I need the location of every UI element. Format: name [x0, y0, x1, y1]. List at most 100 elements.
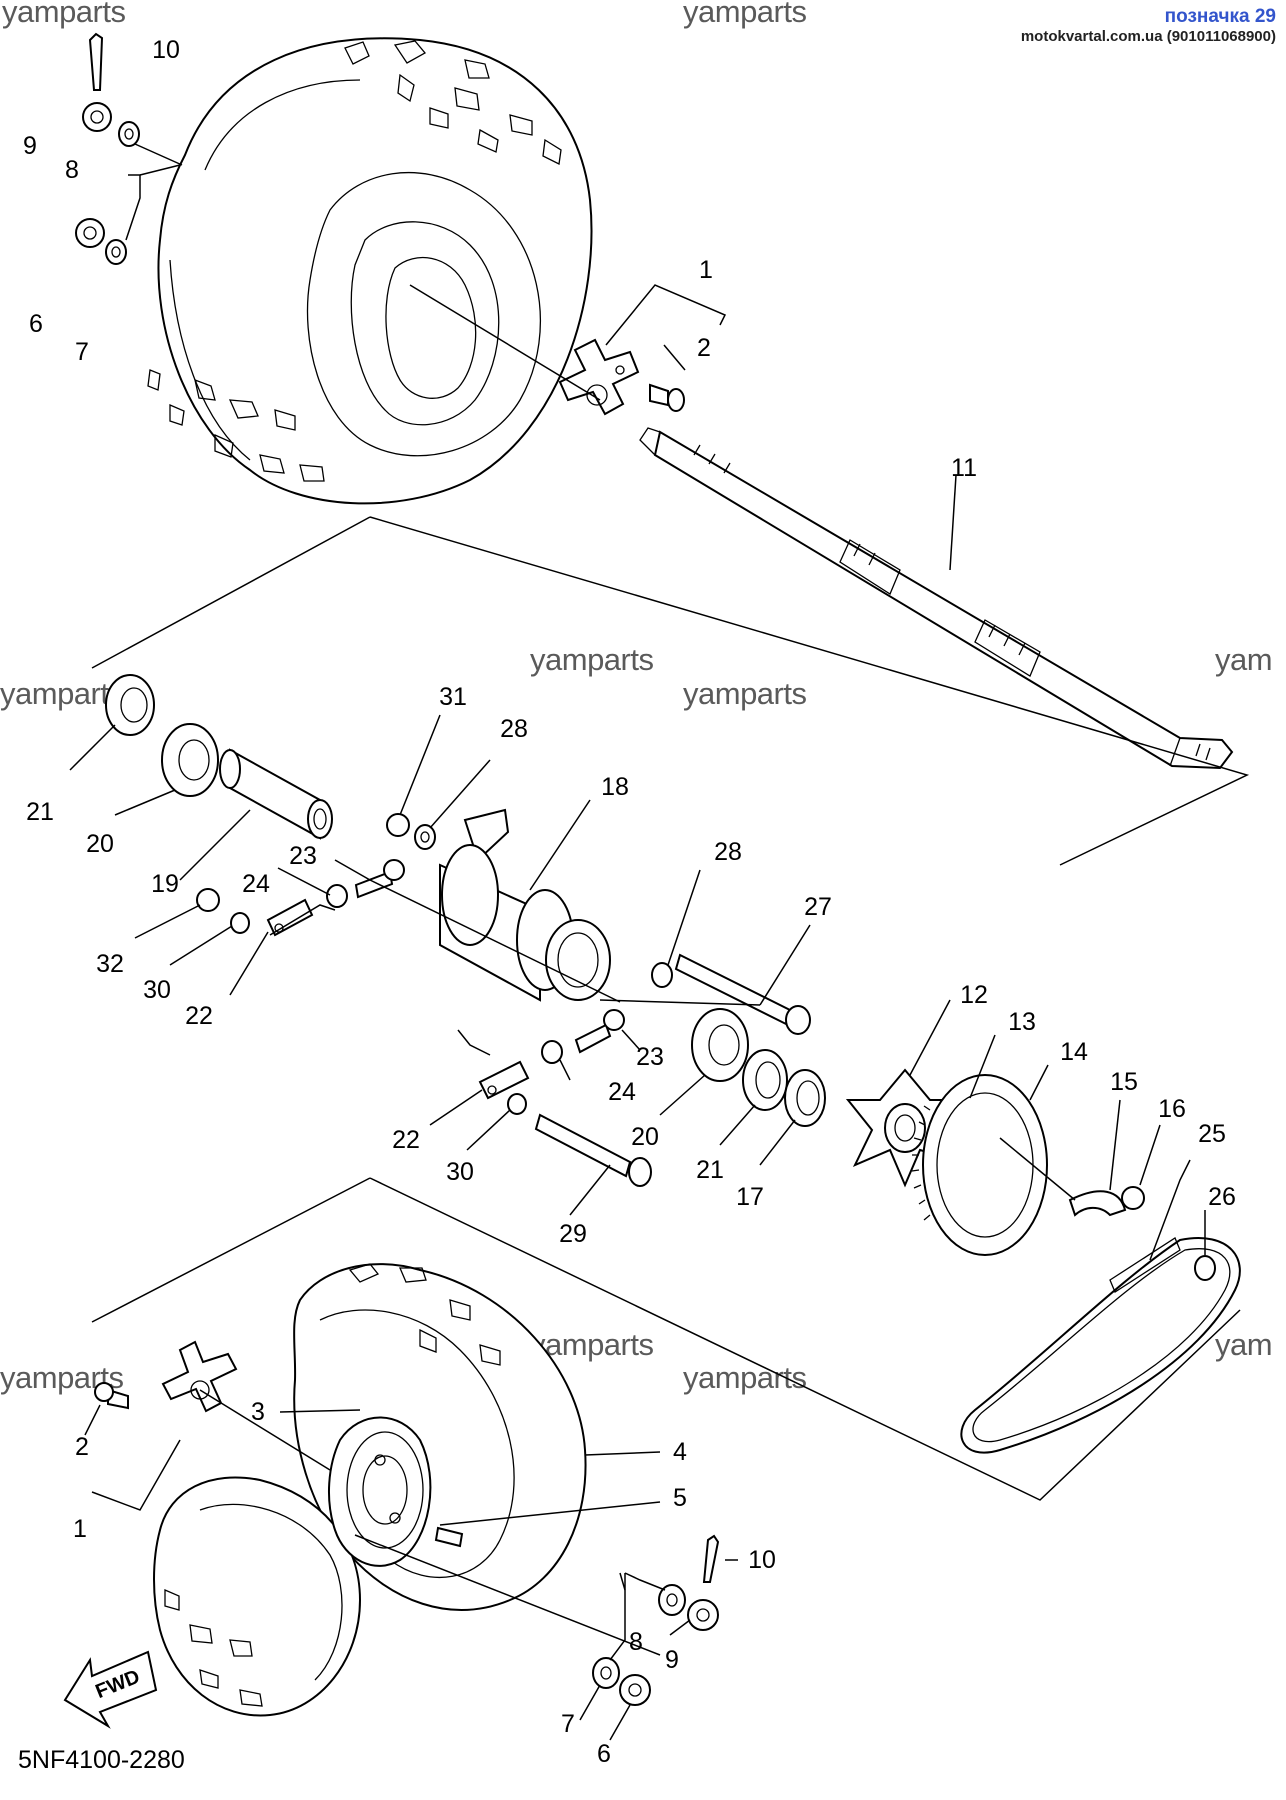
axle-housing: [439, 808, 611, 1002]
watermark: yamparts: [683, 676, 807, 711]
callout-27: 27: [804, 893, 832, 921]
washer-28-right: [651, 962, 673, 988]
callout-22: 22: [392, 1126, 420, 1154]
washer-30-left: [230, 912, 250, 934]
callout-14: 14: [1060, 1038, 1088, 1066]
callout-24: 24: [608, 1078, 636, 1106]
bolt-29: [534, 1113, 652, 1187]
callout-30: 30: [143, 976, 171, 1004]
callout-6: 6: [29, 310, 43, 338]
wheel-stud: [434, 1526, 464, 1548]
diagram-code: 5NF4100-2280: [18, 1746, 185, 1774]
callout-5: 5: [673, 1484, 687, 1512]
badge-title: позначка 29: [1164, 6, 1276, 27]
bolt-23-left: [354, 859, 405, 899]
bearing-right: [691, 1008, 749, 1082]
nut-24-right: [541, 1040, 563, 1064]
callout-4: 4: [673, 1438, 687, 1466]
callout-6: 6: [597, 1740, 611, 1768]
callout-12: 12: [960, 981, 988, 1009]
castle-nut-top: [82, 102, 112, 132]
lock-plate-15: [1068, 1190, 1127, 1217]
watermark: yam: [1215, 642, 1273, 677]
callout-9: 9: [23, 132, 37, 160]
washer-30-right: [507, 1093, 527, 1115]
callout-10: 10: [152, 36, 180, 64]
watermark: yam: [1215, 1327, 1273, 1362]
cotter-pin-top: [88, 32, 104, 91]
callout-16: 16: [1158, 1095, 1186, 1123]
watermark: yamparts: [2, 0, 126, 29]
watermark: yamparts: [683, 0, 807, 29]
callout-3: 3: [251, 1398, 265, 1426]
callout-13: 13: [1008, 1008, 1036, 1036]
callout-19: 19: [151, 870, 179, 898]
callout-29: 29: [559, 1220, 587, 1248]
hub-bolt-bottom: [94, 1382, 129, 1410]
callout-20: 20: [631, 1123, 659, 1151]
callout-17: 17: [736, 1183, 764, 1211]
badge-site: motokvartal.com.ua (901011068900): [1020, 28, 1276, 45]
callout-23: 23: [289, 842, 317, 870]
callout-2: 2: [697, 334, 711, 362]
washer-28-top: [414, 824, 436, 850]
bolt-23-right: [574, 1009, 625, 1054]
nut-32: [196, 888, 220, 912]
nut-31: [386, 813, 410, 837]
nut-16: [1121, 1186, 1145, 1210]
callout-8: 8: [65, 156, 79, 184]
source-badge: позначка 29 motokvartal.com.ua (90101106…: [1021, 6, 1276, 45]
callout-11: 11: [951, 454, 977, 482]
castle-nut-bottom: [687, 1599, 719, 1631]
callout-7: 7: [75, 338, 89, 366]
hub-bolt-top: [649, 383, 685, 412]
forward-direction-arrow: FWD: [63, 1650, 158, 1729]
callout-7: 7: [561, 1710, 575, 1738]
washer-7-bottom: [592, 1657, 620, 1689]
watermark: yamparts: [530, 642, 654, 677]
callout-10: 10: [748, 1546, 776, 1574]
cotter-pin-bottom: [702, 1534, 720, 1583]
callout-9: 9: [665, 1646, 679, 1674]
callout-18: 18: [601, 773, 629, 801]
adjuster-22-right: [478, 1060, 530, 1100]
callout-15: 15: [1110, 1068, 1138, 1096]
callout-26: 26: [1208, 1183, 1236, 1211]
callout-31: 31: [439, 683, 467, 711]
chain-joint-26: [1194, 1255, 1216, 1281]
rear-axle: [639, 427, 1234, 770]
hub-nut-bottom: [619, 1674, 651, 1706]
bearing-left: [161, 723, 219, 797]
callout-2: 2: [75, 1433, 89, 1461]
hub-nut-top: [75, 218, 105, 248]
callout-21: 21: [696, 1156, 724, 1184]
watermark: yamparts: [0, 676, 124, 711]
washer-8-bottom: [658, 1584, 686, 1616]
washer-hub-top: [105, 239, 127, 265]
callout-8: 8: [629, 1628, 643, 1656]
callout-28: 28: [500, 715, 528, 743]
callout-28: 28: [714, 838, 742, 866]
callout-1: 1: [699, 256, 713, 284]
top-wheel-tire: [147, 37, 593, 505]
callout-30: 30: [446, 1158, 474, 1186]
bottom-wheel-tire: [153, 1263, 587, 1717]
callout-21: 21: [26, 798, 54, 826]
callout-1: 1: [73, 1515, 87, 1543]
wheel-hub-bottom: [161, 1340, 238, 1413]
nut-24-left: [326, 884, 348, 908]
adjuster-22-left: [266, 898, 314, 937]
oil-seal-right: [742, 1049, 788, 1111]
callout-32: 32: [96, 950, 124, 978]
callout-20: 20: [86, 830, 114, 858]
oil-seal-17: [784, 1069, 826, 1127]
wheel-hub-top: [558, 338, 640, 416]
callout-25: 25: [1198, 1120, 1226, 1148]
washer-top: [118, 121, 140, 147]
callout-23: 23: [636, 1043, 664, 1071]
bolt-27: [674, 953, 811, 1035]
callout-22: 22: [185, 1002, 213, 1030]
callout-24: 24: [242, 870, 270, 898]
collar-tube: [219, 748, 333, 840]
